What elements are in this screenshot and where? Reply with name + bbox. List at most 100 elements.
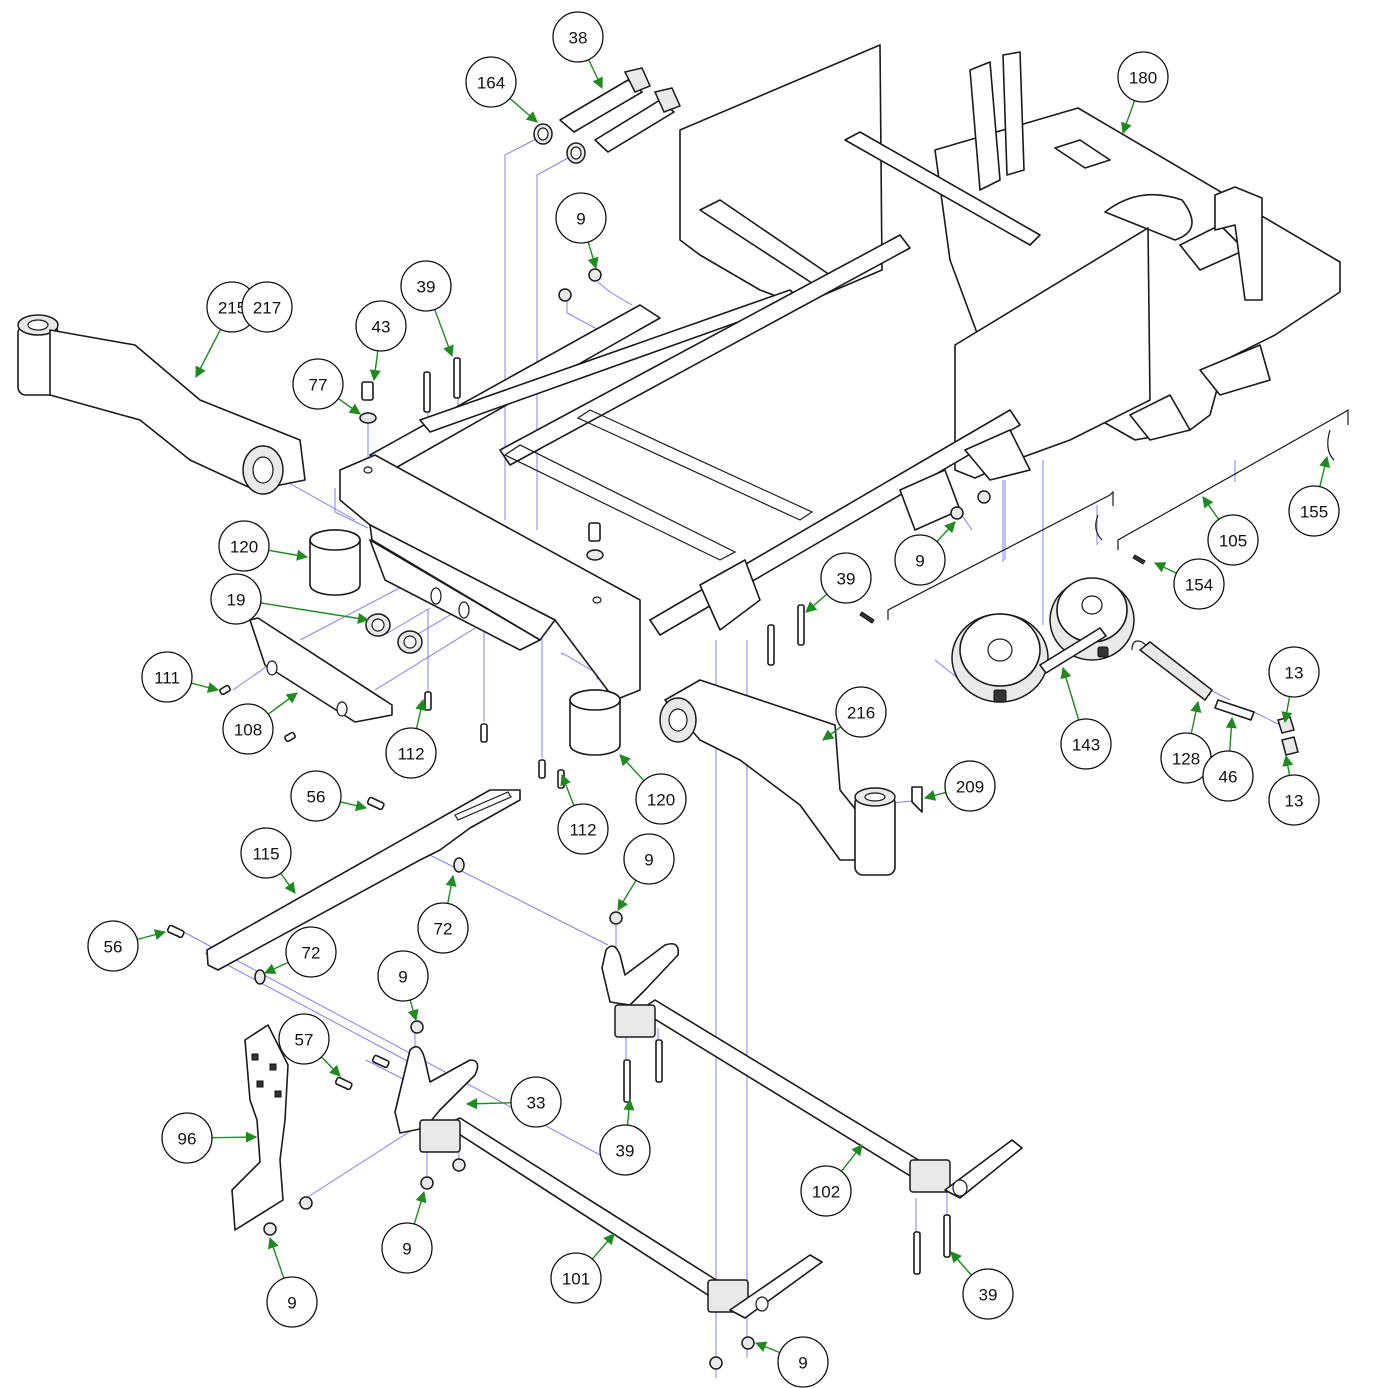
callout-number: 13: [1285, 664, 1304, 683]
callout-bubble: [285, 926, 337, 978]
callout-bumper-spacer: 120: [218, 520, 270, 572]
leader-arrow: [136, 929, 167, 941]
callout-number: 39: [616, 1142, 635, 1161]
leader-arrow: [369, 350, 381, 382]
callout-number: 72: [302, 944, 321, 963]
eye-bolt-and-nuts: [1214, 699, 1299, 756]
callout-number: 9: [576, 210, 585, 229]
callout-bubble: [1288, 485, 1340, 537]
pillow-blocks-and-arms: [394, 942, 1023, 1319]
callout-bubble: [385, 727, 437, 779]
callout-number: 9: [644, 851, 653, 870]
callout-number: 39: [837, 570, 856, 589]
callout-number: 215: [218, 299, 246, 318]
callout-number: 56: [104, 938, 123, 957]
callout-bubble: [557, 803, 609, 855]
callout-lock-nut: 9: [894, 534, 946, 586]
callout-number: 209: [956, 778, 984, 797]
callout-bubble: [210, 573, 262, 625]
callout-bubble: [894, 534, 946, 586]
callout-bumper-spacer: 120: [635, 773, 687, 825]
callout-number: 216: [847, 704, 875, 723]
callout-bubble: [1117, 51, 1169, 103]
leader-arrow: [211, 1131, 258, 1143]
leader-arrow: [936, 521, 956, 543]
callout-rear-lift-shaft: 102: [800, 1165, 852, 1217]
callout-bubble: [290, 770, 342, 822]
idler-pulley-assembly: [951, 577, 1135, 703]
callout-number: 39: [979, 1286, 998, 1305]
callout-bubble: [161, 1112, 213, 1164]
callout-link-bar: 115: [240, 827, 292, 879]
leader-arrow: [267, 692, 298, 715]
callout-bolt: 39: [599, 1124, 651, 1176]
pivot-bolts: [533, 67, 682, 164]
callout-pillow-block: 33: [510, 1076, 562, 1128]
callout-number: 33: [527, 1094, 546, 1113]
callout-number: 120: [647, 791, 675, 810]
leader-arrow: [923, 789, 947, 801]
callout-number: 9: [398, 968, 407, 987]
callout-number: 154: [1185, 576, 1213, 595]
leader-arrow: [1060, 666, 1080, 721]
callout-front-bumper: 108: [222, 703, 274, 755]
callout-bubble: [555, 192, 607, 244]
callout-number: 164: [477, 74, 505, 93]
callout-bubble: [465, 56, 517, 108]
callout-bubble: [1202, 750, 1254, 802]
callout-number: 96: [178, 1130, 197, 1149]
extension-spring: [1131, 640, 1214, 702]
callout-number: 43: [372, 318, 391, 337]
callout-bolt: 39: [962, 1268, 1014, 1320]
callout-bubble: [222, 703, 274, 755]
callout-washer: 77: [292, 358, 344, 410]
callout-bubble: [241, 281, 293, 333]
callout-number: 56: [307, 788, 326, 807]
leader-arrow: [320, 1056, 341, 1077]
callout-lock-nut: 9: [266, 1276, 318, 1328]
leader-arrow: [465, 1098, 512, 1110]
callout-number: 9: [287, 1294, 296, 1313]
leader-arrow: [1190, 700, 1202, 734]
callout-idler-pulley-assembly: 143: [1060, 718, 1112, 770]
leader-arrow: [509, 97, 538, 123]
mounting-bracket: [231, 1024, 289, 1231]
leader-arrow: [1121, 100, 1136, 135]
callout-bubble: [141, 651, 193, 703]
callout-number: 38: [569, 29, 588, 48]
callout-bushing: 164: [465, 56, 517, 108]
callout-bubble: [266, 1276, 318, 1328]
callout-bubble: [292, 358, 344, 410]
leader-arrow: [754, 1341, 781, 1354]
link-bar: [206, 789, 521, 971]
callout-nut: 13: [1268, 646, 1320, 698]
callout-number: 9: [402, 1240, 411, 1259]
leader-arrow: [267, 1236, 285, 1279]
callout-pivot-bolt: 38: [552, 11, 604, 63]
leader-arrow: [191, 682, 220, 693]
callout-lock-nut: 9: [623, 833, 675, 885]
callout-decal: 209: [944, 760, 996, 812]
callout-bubble: [87, 920, 139, 972]
leader-arrow: [280, 872, 296, 894]
leader-arrow: [337, 397, 361, 415]
callout-front-axle-arm-left-alt: 217: [241, 281, 293, 333]
callout-number: 13: [1285, 792, 1304, 811]
leader-arrow: [1225, 716, 1237, 752]
callout-mounting-bracket: 96: [161, 1112, 213, 1164]
callout-bubble: [377, 950, 429, 1002]
callout-bubble: [381, 1222, 433, 1274]
leader-arrow: [617, 879, 637, 911]
callout-bubble: [820, 552, 872, 604]
callout-bubble: [777, 1336, 829, 1388]
bumper-spacers: [309, 529, 621, 756]
leader-arrow: [587, 241, 599, 270]
callout-number: 115: [252, 845, 279, 864]
leader-arrow: [591, 1233, 615, 1260]
callout-washer: 72: [417, 902, 469, 954]
leader-arrow: [619, 754, 645, 782]
callout-number: 128: [1172, 750, 1200, 769]
callout-number: 112: [397, 745, 424, 764]
lift-shafts: [444, 999, 936, 1309]
